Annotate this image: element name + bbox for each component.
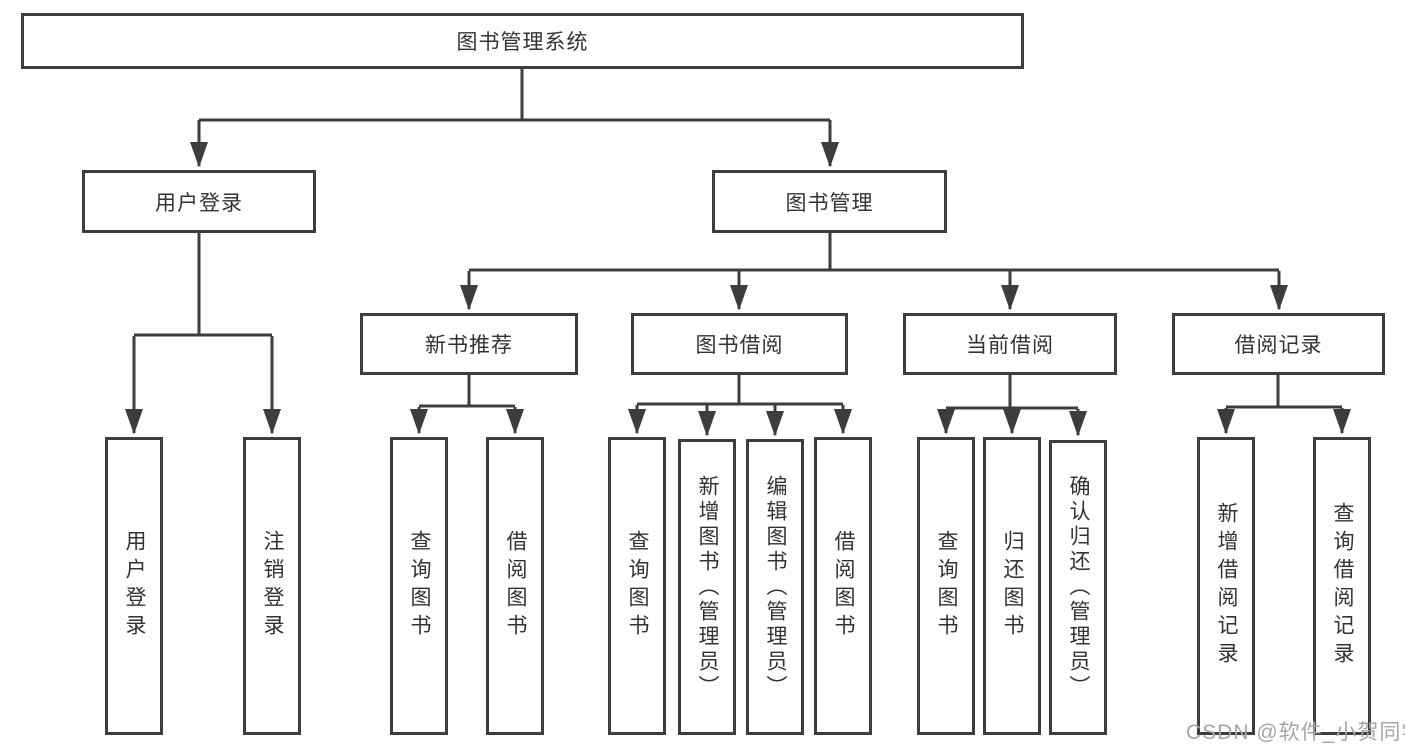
leaf-cb-return-books: 归还图书 bbox=[983, 437, 1041, 735]
leaf-br-query-record: 查询借阅记录 bbox=[1313, 437, 1371, 735]
leaf-logout: 注销登录 bbox=[243, 437, 301, 735]
node-new-book-recommend: 新书推荐 bbox=[360, 313, 578, 375]
watermark: CSDN @软件_小贺同学 bbox=[1186, 721, 1405, 744]
leaf-user-login: 用户登录 bbox=[105, 437, 163, 735]
leaf-nb-query-books: 查询图书 bbox=[390, 437, 448, 735]
node-user-login: 用户登录 bbox=[82, 170, 316, 233]
leaf-bb-edit-books-admin: 编辑图书（管理员） bbox=[746, 439, 804, 735]
node-book-management: 图书管理 bbox=[712, 170, 947, 233]
leaf-nb-borrow-books: 借阅图书 bbox=[486, 437, 544, 735]
leaf-bb-query-books: 查询图书 bbox=[608, 437, 666, 735]
node-current-borrowing: 当前借阅 bbox=[903, 313, 1117, 375]
leaf-bb-add-books-admin: 新增图书（管理员） bbox=[678, 439, 736, 735]
leaf-cb-confirm-return-admin: 确认归还（管理员） bbox=[1049, 440, 1107, 735]
node-root: 图书管理系统 bbox=[21, 13, 1024, 69]
node-book-borrowing: 图书借阅 bbox=[631, 313, 848, 375]
leaf-br-add-record: 新增借阅记录 bbox=[1197, 437, 1255, 735]
leaf-cb-query-books: 查询图书 bbox=[917, 437, 975, 735]
leaf-bb-borrow-books: 借阅图书 bbox=[814, 437, 872, 735]
node-borrowing-records: 借阅记录 bbox=[1172, 313, 1385, 375]
